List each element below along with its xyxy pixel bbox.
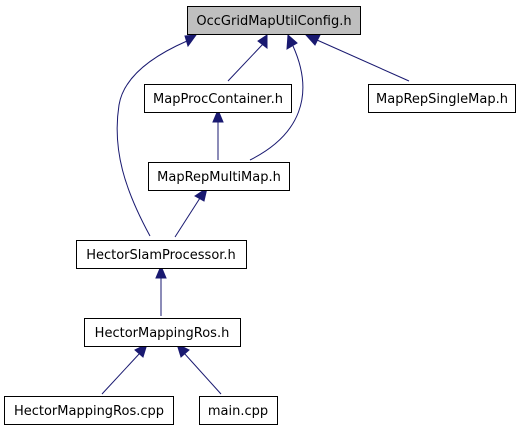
edge-slam-to-multi <box>174 186 208 238</box>
node-label: main.cpp <box>208 404 268 419</box>
node-label: MapRepMultiMap.h <box>157 170 281 185</box>
node-label: OccGridMapUtilConfig.h <box>196 14 351 29</box>
edge-mapcpp-to-mapros <box>101 343 148 395</box>
node-occgridmaputilconfig[interactable]: OccGridMapUtilConfig.h <box>187 6 361 35</box>
edge-single-to-occ <box>304 34 410 82</box>
node-maprepsinglemap[interactable]: MapRepSingleMap.h <box>368 84 516 113</box>
node-label: HectorMappingRos.cpp <box>14 404 164 419</box>
node-label: HectorMappingRos.h <box>95 326 230 341</box>
node-hectormappingros-h[interactable]: HectorMappingRos.h <box>84 318 241 347</box>
node-label: HectorSlamProcessor.h <box>86 248 236 263</box>
edge-multi-to-occ <box>249 33 304 161</box>
node-maprepmultimap[interactable]: MapRepMultiMap.h <box>148 162 290 191</box>
edge-proc-to-occ <box>227 34 268 82</box>
node-label: MapRepSingleMap.h <box>376 92 508 107</box>
edge-slam-to-occ <box>116 34 198 237</box>
edge-multi-to-proc <box>212 108 224 160</box>
node-hectormappingros-cpp[interactable]: HectorMappingRos.cpp <box>4 396 174 425</box>
edge-mapros-to-slam <box>155 264 167 316</box>
node-mapproccontainer[interactable]: MapProcContainer.h <box>144 84 292 113</box>
node-main-cpp[interactable]: main.cpp <box>199 396 278 425</box>
edge-main-to-mapros <box>176 343 222 395</box>
node-hectorslamprocessor[interactable]: HectorSlamProcessor.h <box>76 240 247 269</box>
node-label: MapProcContainer.h <box>153 92 283 107</box>
